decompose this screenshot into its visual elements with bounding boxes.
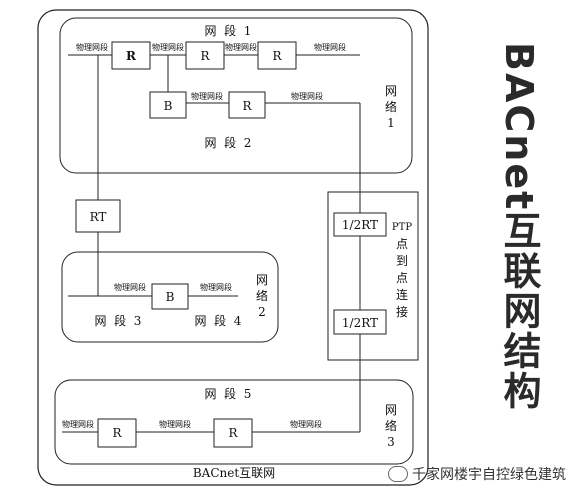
phys-segment-label: 物理网段: [314, 42, 346, 52]
bridge-box-1: [149, 91, 187, 119]
phys-segment-label: 物理网段: [159, 419, 191, 429]
half-rt-box-1: [333, 212, 387, 237]
ptp-char: 接: [396, 304, 408, 319]
half-rt-label-2: 1/2RT: [342, 316, 378, 330]
router-box-3: [257, 41, 297, 70]
ptp-char: 连: [396, 287, 408, 302]
network-2-char: 网: [256, 273, 268, 287]
network-3-boundary: [54, 379, 414, 465]
phys-segment-label: 物理网段: [76, 42, 108, 52]
watermark-text: 千家网楼宇自控绿色建筑: [412, 467, 566, 483]
network-2-char: 2: [258, 305, 266, 319]
network-1-char: 1: [387, 116, 395, 130]
phys-segment-label: 物理网段: [152, 42, 184, 52]
phys-segment-label: 物理网段: [191, 91, 223, 101]
ptp-char: 点: [396, 271, 408, 285]
ptp-char: 到: [396, 254, 408, 268]
segment-3-title: 网 段 3: [95, 313, 142, 328]
diagram-side-title: BACnet互联网结构: [492, 42, 562, 432]
internet-boundary: [37, 9, 429, 486]
rt-label: RT: [90, 210, 107, 224]
segment-2-title: 网 段 2: [205, 135, 252, 150]
router-label-3: R: [272, 49, 282, 63]
internet-title: BACnet互联网: [193, 466, 275, 480]
network-2-boundary: [61, 251, 279, 343]
network-3-char: 3: [387, 435, 395, 449]
network-1-char: 网: [385, 84, 397, 98]
phys-segment-label: 物理网段: [290, 419, 322, 429]
segment-1-title: 网 段 1: [205, 23, 252, 38]
router-box-5: [97, 418, 137, 448]
bridge-label-1: B: [164, 99, 173, 113]
phys-segment-label: 物理网段: [291, 91, 323, 101]
router-label-1: R: [126, 49, 137, 63]
watermark: 千家网楼宇自控绿色建筑: [388, 464, 566, 484]
router-box-4: [228, 91, 266, 119]
router-box-2: [185, 41, 225, 70]
ptp-char: 点: [396, 237, 408, 251]
ptp-char: PTP: [392, 222, 412, 233]
network-1-char: 络: [385, 99, 397, 114]
network-2-char: 络: [256, 288, 268, 303]
segment-4-title: 网 段 4: [195, 313, 242, 328]
router-box-1: [111, 41, 151, 70]
bridge-box-2: [151, 283, 189, 310]
network-3-char: 络: [385, 418, 397, 433]
router-label-5: R: [112, 426, 122, 440]
router-label-2: R: [200, 49, 210, 63]
half-rt-box-2: [333, 309, 387, 335]
router-label-4: R: [242, 99, 252, 113]
rt-box: [75, 199, 121, 233]
segment-5-title: 网 段 5: [205, 386, 252, 401]
phys-segment-label: 物理网段: [225, 42, 257, 52]
phys-segment-label: 物理网段: [200, 282, 232, 292]
network-1-boundary: [59, 17, 413, 174]
router-label-6: R: [228, 426, 238, 440]
network-3-char: 网: [385, 403, 397, 417]
bridge-label-2: B: [166, 290, 175, 304]
side-title-text: BACnet互联网结构: [497, 42, 541, 412]
phys-segment-label: 物理网段: [114, 282, 146, 292]
phys-segment-label: 物理网段: [62, 419, 94, 429]
half-rt-label-1: 1/2RT: [342, 218, 378, 232]
wechat-icon: [388, 466, 408, 482]
ptp-link-box: [327, 191, 419, 361]
router-box-6: [213, 418, 253, 448]
